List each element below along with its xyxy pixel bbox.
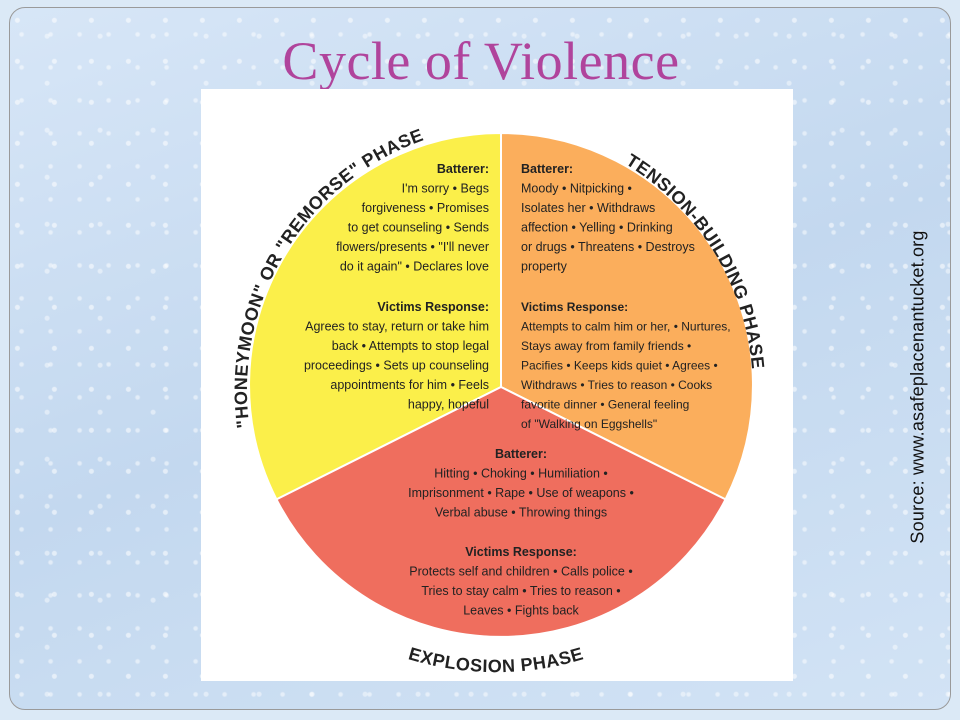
explosion-batterer-line: Hitting • Choking • Humiliation • [434,467,608,481]
honeymoon-victim-heading: Victims Response: [377,300,489,314]
slide-title: Cycle of Violence [282,31,680,91]
tension-batterer-line: affection • Yelling • Drinking [521,221,673,235]
tension-batterer-line: or drugs • Threatens • Destroys [521,240,695,254]
honeymoon-batterer-line: do it again" • Declares love [340,260,489,274]
tension-victim-line: of "Walking on Eggshells" [521,417,657,431]
tension-batterer-heading: Batterer: [521,162,573,176]
cycle-diagram-svg: "HONEYMOON" OR "REMORSE" PHASE TENSION-B… [231,125,768,676]
honeymoon-phase-text: Batterer: I'm sorry • Begs forgiveness • P… [304,162,489,412]
explosion-phase-text: Batterer: Hitting • Choking • Humiliation… [408,447,634,618]
explosion-batterer-line: Imprisonment • Rape • Use of weapons • [408,486,634,500]
honeymoon-batterer-line: flowers/presents • "I'll never [336,240,489,254]
slide-frame: Cycle of Violence "HONEYMOON" OR "REMORS… [9,7,951,710]
honeymoon-batterer-line: to get counseling • Sends [348,221,489,235]
honeymoon-victim-line: appointments for him • Feels [330,378,489,392]
explosion-batterer-heading: Batterer: [495,447,547,461]
source-text: Source: www.asafeplacenantucket.org [907,230,928,544]
tension-phase-segment [500,131,754,501]
tension-batterer-line: property [521,260,568,274]
source-credit: Source: www.asafeplacenantucket.org [898,104,938,670]
tension-victim-line: Stays away from family friends • [521,339,691,353]
honeymoon-batterer-line: forgiveness • Promises [362,201,489,215]
honeymoon-victim-line: Agrees to stay, return or take him [305,320,489,334]
honeymoon-victim-line: proceedings • Sets up counseling [304,359,489,373]
tension-batterer-line: Moody • Nitpicking • [521,182,632,196]
tension-victim-heading: Victims Response: [521,300,628,314]
explosion-victim-line: Protects self and children • Calls polic… [409,565,632,579]
explosion-victim-line: Tries to stay calm • Tries to reason • [421,584,620,598]
tension-victim-line: favorite dinner • General feeling [521,398,689,412]
explosion-victim-heading: Victims Response: [465,545,577,559]
tension-phase-text: Batterer: Moody • Nitpicking • Isolates he… [521,162,731,431]
explosion-victim-line: Leaves • Fights back [463,604,579,618]
tension-victim-line: Pacifies • Keeps kids quiet • Agrees • [521,359,718,373]
honeymoon-phase-segment [248,131,502,501]
cycle-diagram: "HONEYMOON" OR "REMORSE" PHASE TENSION-B… [201,89,793,681]
tension-batterer-line: Isolates her • Withdraws [521,201,655,215]
honeymoon-batterer-heading: Batterer: [437,162,489,176]
tension-victim-line: Withdraws • Tries to reason • Cooks [521,378,712,392]
explosion-phase-label: EXPLOSION PHASE [406,643,585,676]
tension-victim-line: Attempts to calm him or her, • Nurtures, [521,320,731,334]
explosion-batterer-line: Verbal abuse • Throwing things [435,506,607,520]
explosion-phase-segment [275,385,727,638]
honeymoon-victim-line: back • Attempts to stop legal [332,339,489,353]
honeymoon-batterer-line: I'm sorry • Begs [402,182,489,196]
honeymoon-victim-line: happy, hopeful [408,398,489,412]
